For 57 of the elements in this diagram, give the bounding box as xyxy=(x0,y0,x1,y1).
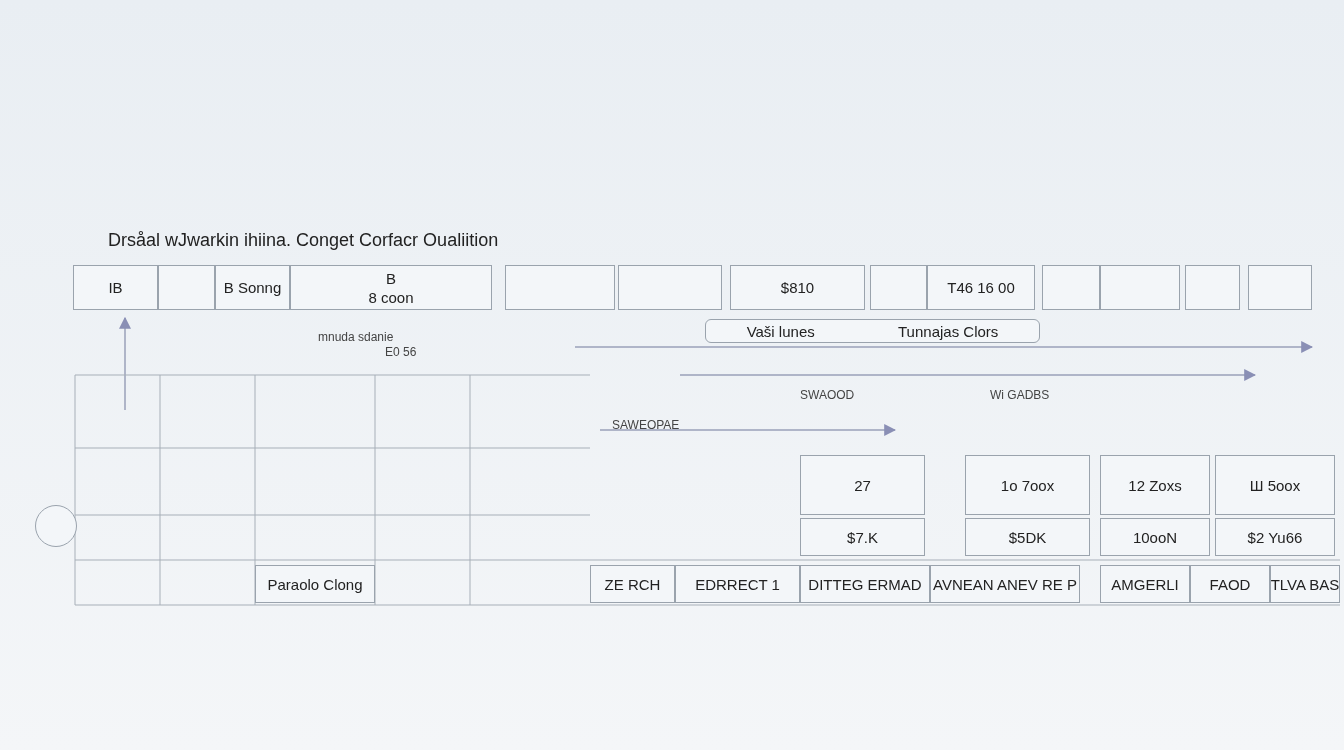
info-panel xyxy=(1215,455,1335,515)
info-panel xyxy=(800,518,925,556)
panel-text: Vaši lunes xyxy=(746,322,815,340)
panel-text: Tunnajas Clors xyxy=(898,322,999,340)
panel-text: T46 16 00 xyxy=(947,279,1015,296)
panel-text: FAOD xyxy=(1209,575,1251,593)
info-panel xyxy=(800,455,925,515)
panel-text: AMGERLI xyxy=(1111,575,1179,593)
info-panel xyxy=(255,565,375,603)
panel-text: AVNEAN ANEV RE P xyxy=(933,575,1077,593)
note-text: SWAOOD xyxy=(800,388,855,402)
panel-text: 12 Zoxs xyxy=(1128,476,1182,494)
note-text: E0 56 xyxy=(385,345,417,359)
panel-text: 10ooN xyxy=(1132,528,1178,546)
note-text: SAWEOPAE xyxy=(612,418,680,432)
empty-panel xyxy=(618,265,722,310)
empty-panel xyxy=(1185,265,1240,310)
panel-text: 27 xyxy=(854,476,871,494)
empty-panel xyxy=(505,265,615,310)
info-panel xyxy=(965,455,1090,515)
panel-text: $5DK xyxy=(1008,528,1047,546)
info-panel xyxy=(965,518,1090,556)
info-panel xyxy=(927,265,1035,310)
panel-text: Ш 5oox xyxy=(1249,476,1301,494)
panel-text: $7.K xyxy=(847,528,878,546)
panel-text: $2 Yu66 xyxy=(1247,528,1303,546)
note-text: mnuda sdanie xyxy=(318,330,394,344)
info-panel xyxy=(1100,565,1190,603)
panel-text: 1o 7oox xyxy=(1000,476,1055,494)
info-panel xyxy=(215,265,290,310)
panel-text: EDRRECT 1 xyxy=(695,575,780,593)
panel-text: Paraolo Clong xyxy=(267,575,363,593)
info-panel xyxy=(1190,565,1270,603)
info-panel xyxy=(730,265,865,310)
banner-panel xyxy=(705,319,1040,343)
info-panel xyxy=(73,265,158,310)
panel-text: TLVA BAS xyxy=(1270,575,1340,593)
info-panel xyxy=(800,565,930,603)
panel-text: 8 coon xyxy=(368,288,414,306)
info-panel xyxy=(1215,518,1335,556)
diagram-title: Drsåal wJwarkin ihiina. Conget Corfacr Oualiition xyxy=(108,230,499,251)
info-panel xyxy=(1100,455,1210,515)
info-panel xyxy=(930,565,1080,603)
info-panel xyxy=(675,565,800,603)
info-panel xyxy=(1100,518,1210,556)
panel-text: IB xyxy=(108,279,123,296)
panel-text: $810 xyxy=(780,279,815,296)
panel-text: B xyxy=(386,269,396,287)
panel-text: ZE RCH xyxy=(604,575,661,593)
panel-text: B Sonng xyxy=(223,279,282,296)
circle-shape xyxy=(35,505,77,547)
info-panel xyxy=(1270,565,1340,603)
panel-text: DITTEG ERMAD xyxy=(808,575,922,593)
empty-panel xyxy=(1248,265,1312,310)
info-panel xyxy=(290,265,492,310)
note-text: Wi GADBS xyxy=(990,388,1050,402)
info-panel xyxy=(590,565,675,603)
